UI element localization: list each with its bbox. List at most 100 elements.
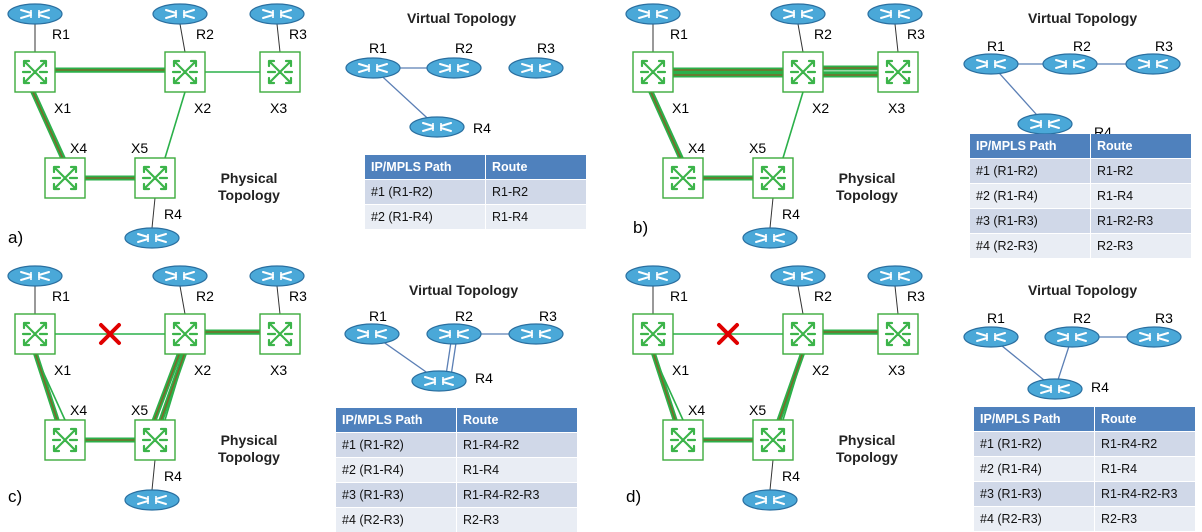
panel-letter: a) (8, 228, 23, 248)
table-cell: #4 (R2-R3) (974, 507, 1095, 532)
switch-label-X4: X4 (688, 402, 705, 418)
virtual-router-label-R3: R3 (1155, 310, 1173, 326)
switch-label-X4: X4 (70, 140, 87, 156)
switch-label-X2: X2 (812, 362, 829, 378)
table-cell: R2-R3 (1095, 507, 1196, 532)
physical-topology-title-line: Topology (218, 449, 280, 466)
optical-switch-icon (45, 158, 85, 198)
router-body (153, 266, 207, 286)
optical-switch-icon (878, 314, 918, 354)
table-cell: R1-R4-R2 (1095, 432, 1196, 457)
router-label-R3: R3 (907, 26, 925, 42)
switch-label-X5: X5 (749, 402, 766, 418)
optical-switch-icon (753, 420, 793, 460)
table-row: #1 (R1-R2)R1-R4-R2 (336, 433, 578, 458)
virtual-link-R2-R4-2 (451, 343, 456, 376)
router-body (345, 324, 399, 344)
router-body (509, 58, 563, 78)
table-cell: #2 (R1-R4) (336, 458, 457, 483)
router-body (771, 4, 825, 24)
lightpath-R1-R2-outer (653, 62, 803, 70)
router-body (743, 490, 797, 510)
optical-switch-icon (783, 52, 823, 92)
access-R3 (277, 286, 280, 314)
physical-topology-title-line: Topology (836, 449, 898, 466)
router-body (427, 324, 481, 344)
router-body (626, 266, 680, 286)
router-body (427, 58, 481, 78)
table-row: #2 (R1-R4)R1-R4 (365, 205, 587, 230)
virtual-topology-title: Virtual Topology (1028, 282, 1137, 298)
access-R3 (895, 24, 898, 52)
router-icon (412, 371, 466, 391)
column-header: IP/MPLS Path (365, 155, 486, 180)
router-icon (346, 58, 400, 78)
router-icon (1043, 54, 1097, 74)
physical-topology-title-line: Physical (218, 432, 280, 449)
optical-switch-icon (663, 158, 703, 198)
switch-label-X4: X4 (70, 402, 87, 418)
virtual-router-label-R2: R2 (455, 40, 473, 56)
table-cell: R1-R4-R2 (457, 433, 578, 458)
router-icon (964, 54, 1018, 74)
virtual-router-label-R3: R3 (537, 40, 555, 56)
virtual-router-label-R1: R1 (987, 38, 1005, 54)
optical-switch-icon (633, 314, 673, 354)
table-row: #2 (R1-R4)R1-R4 (970, 184, 1192, 209)
optical-switch-icon (878, 52, 918, 92)
router-icon (153, 4, 207, 24)
virtual-router-label-R4: R4 (475, 370, 493, 386)
router-body (346, 58, 400, 78)
router-label-R1: R1 (670, 288, 688, 304)
router-body (743, 228, 797, 248)
router-icon (125, 228, 179, 248)
table-cell: R2-R3 (1091, 234, 1192, 259)
access-R2 (798, 286, 803, 314)
router-icon (153, 266, 207, 286)
virtual-router-label-R1: R1 (987, 310, 1005, 326)
column-header: IP/MPLS Path (970, 134, 1091, 159)
router-icon (345, 324, 399, 344)
physical-topology-title-line: Physical (218, 170, 280, 187)
panel-letter: b) (633, 218, 648, 238)
table-cell: #1 (R1-R2) (365, 180, 486, 205)
table-row: #2 (R1-R4)R1-R4 (336, 458, 578, 483)
router-icon (1028, 379, 1082, 399)
router-label-R3: R3 (289, 26, 307, 42)
router-label-R3: R3 (289, 288, 307, 304)
column-header: IP/MPLS Path (336, 408, 457, 433)
virtual-topology-title: Virtual Topology (409, 282, 518, 298)
router-body (1018, 114, 1072, 134)
router-body (1028, 379, 1082, 399)
router-icon (964, 327, 1018, 347)
table-row: #4 (R2-R3)R2-R3 (974, 507, 1196, 532)
table-cell: R1-R4 (457, 458, 578, 483)
router-icon (626, 4, 680, 24)
router-body (410, 117, 464, 137)
router-icon (1126, 54, 1180, 74)
router-icon (868, 266, 922, 286)
virtual-router-label-R2: R2 (1073, 38, 1091, 54)
router-icon (509, 58, 563, 78)
table-row: #4 (R2-R3)R2-R3 (970, 234, 1192, 259)
table-cell: R1-R4 (1091, 184, 1192, 209)
router-body (412, 371, 466, 391)
router-icon (8, 266, 62, 286)
panel-letter: c) (8, 487, 22, 507)
virtual-router-label-R2: R2 (1073, 310, 1091, 326)
router-body (964, 327, 1018, 347)
router-label-R1: R1 (52, 26, 70, 42)
switch-label-X5: X5 (131, 140, 148, 156)
column-header: Route (457, 408, 578, 433)
switch-label-X2: X2 (194, 362, 211, 378)
switch-label-X1: X1 (54, 100, 71, 116)
router-icon (1127, 327, 1181, 347)
